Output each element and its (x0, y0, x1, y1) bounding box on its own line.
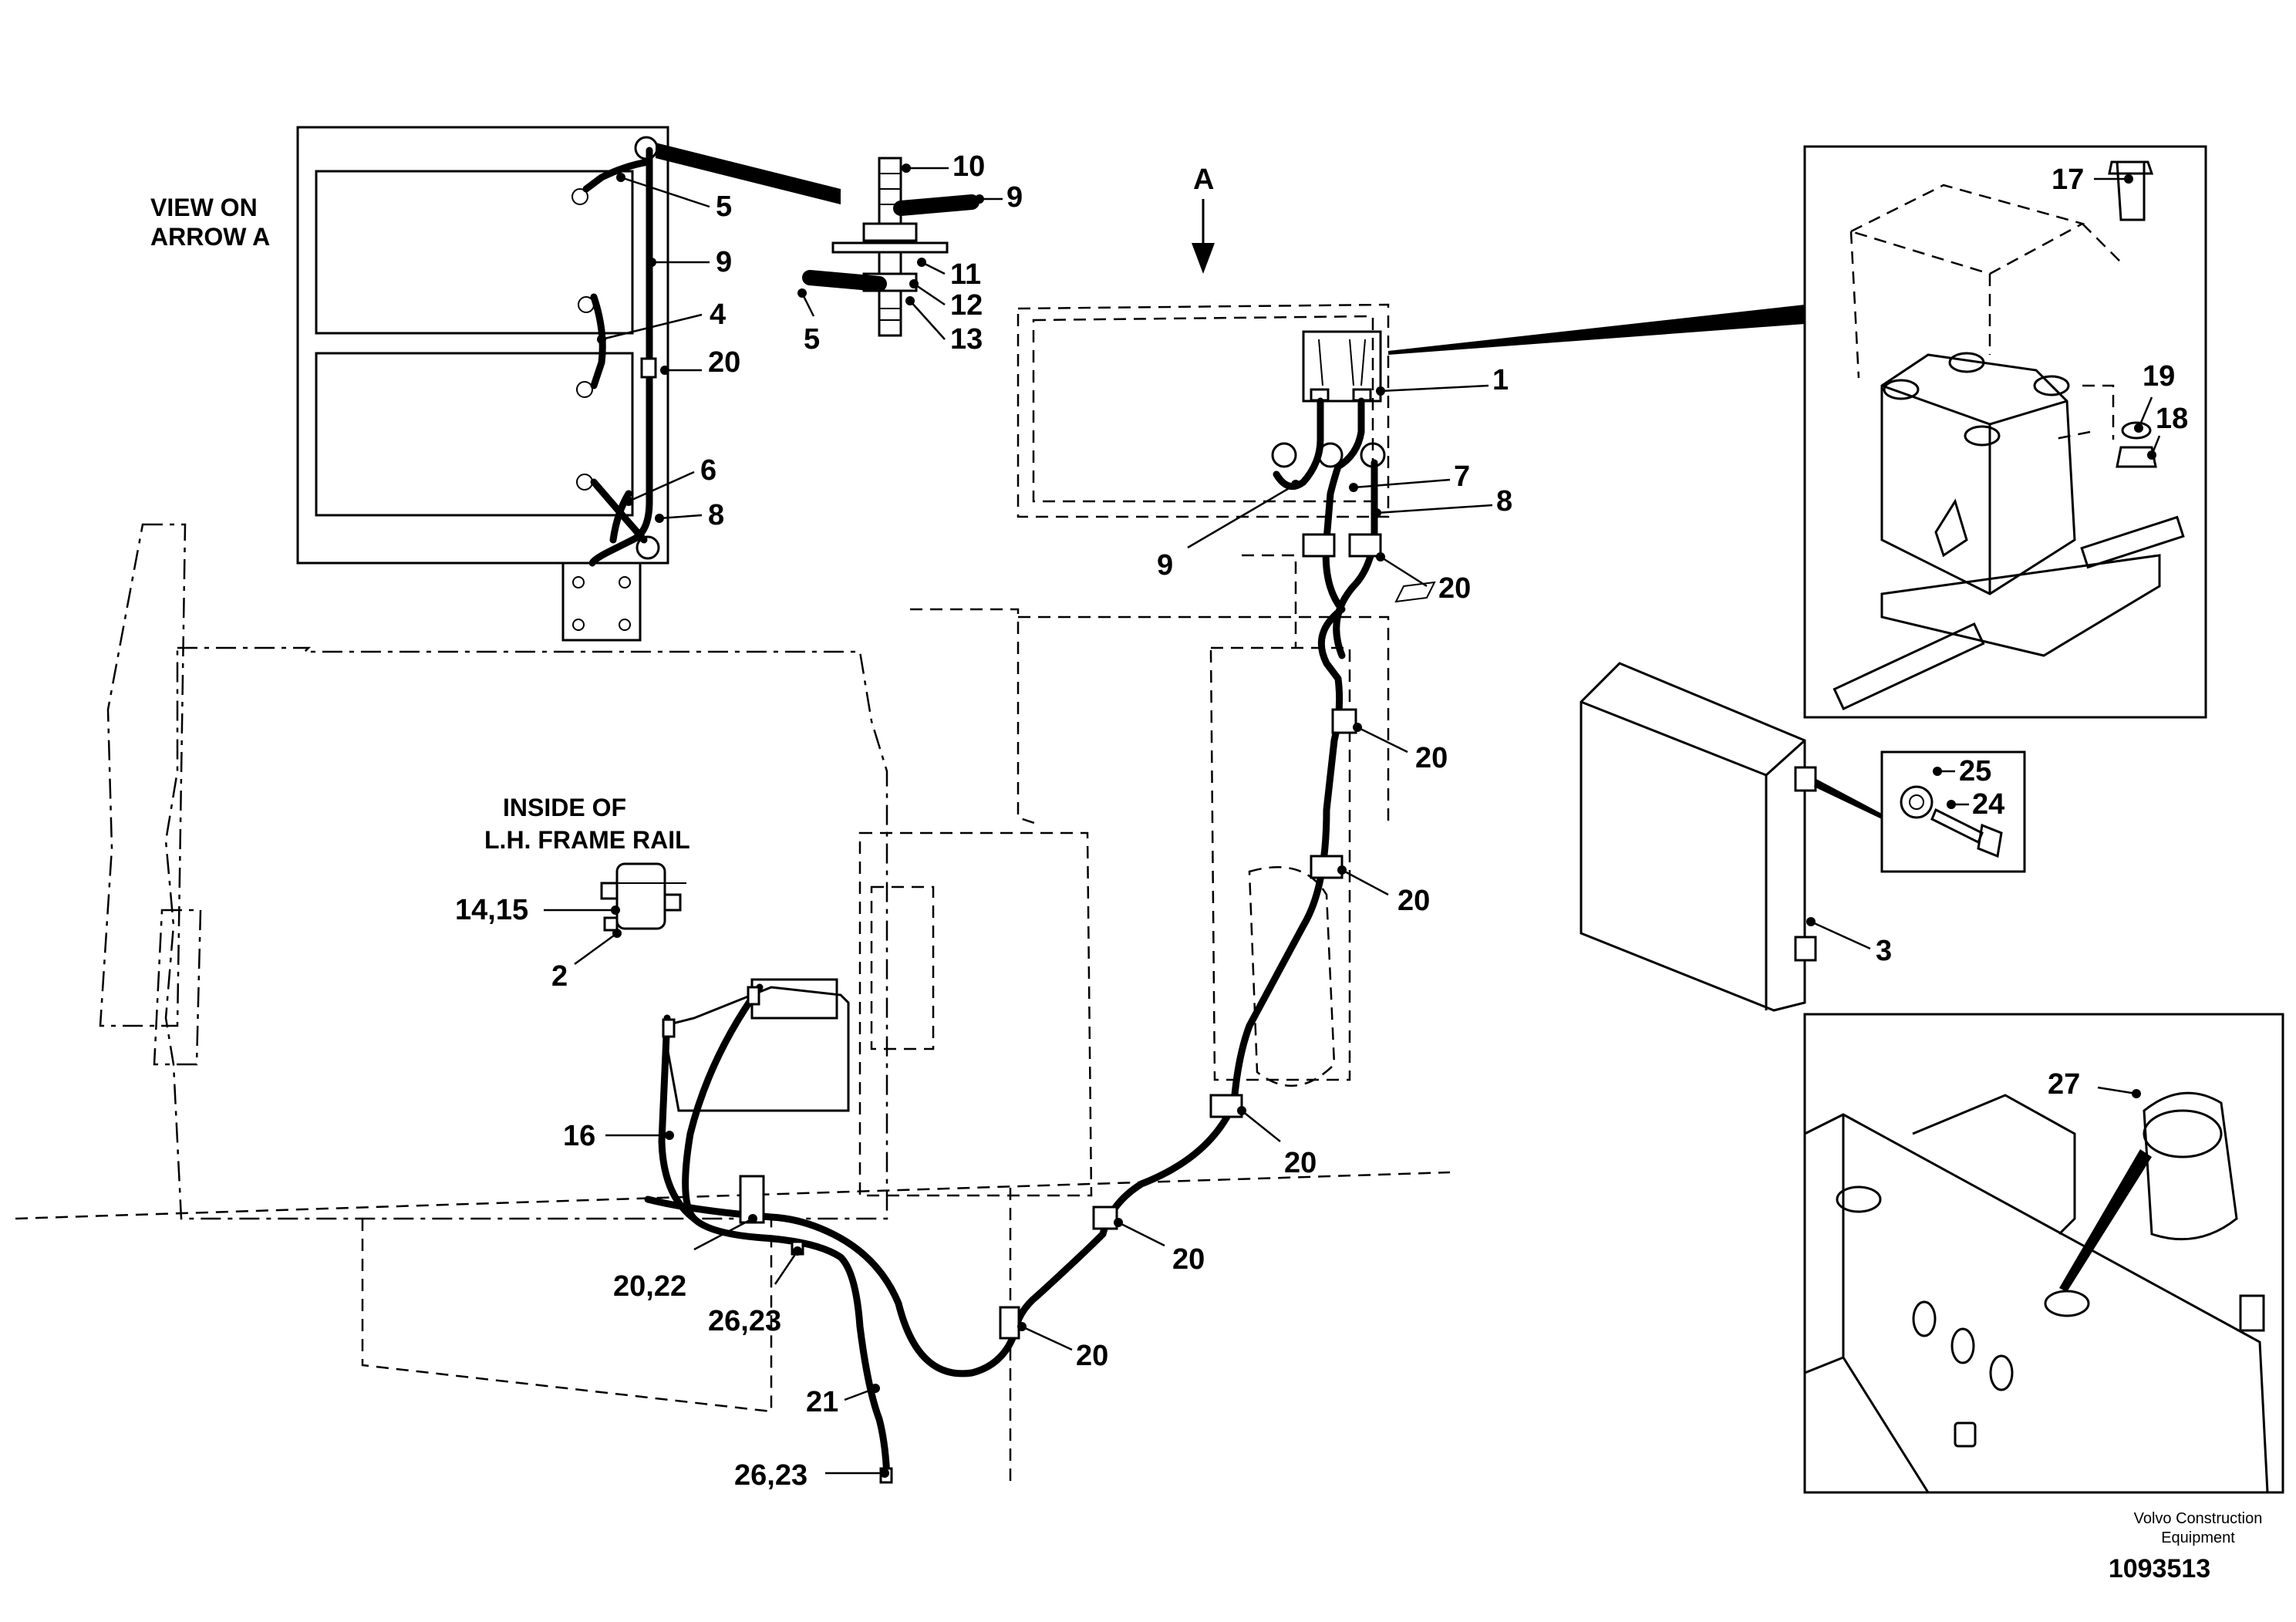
bolt-detail-inset (1880, 750, 2026, 873)
footer-company-2: Equipment (2161, 1529, 2235, 1546)
callout-20-b: 20 (1438, 572, 1471, 605)
callout-20-d: 20 (1397, 885, 1430, 917)
callout-18: 18 (2156, 403, 2188, 435)
callout-5-stud: 5 (804, 323, 820, 356)
callout-7: 7 (1454, 460, 1470, 493)
view-arrow-a (1192, 199, 1215, 274)
drawing-number: 1093513 (2109, 1554, 2210, 1583)
relay (600, 862, 686, 932)
callout-20-c: 20 (1415, 742, 1448, 774)
disconnect-switch-inset (1803, 1013, 2284, 1494)
callout-10: 10 (952, 150, 985, 183)
footer-company-1: Volvo Construction (2134, 1510, 2263, 1527)
note-inside-frame-1: INSIDE OF (503, 794, 626, 821)
callout-11: 11 (950, 258, 981, 291)
callout-9-switch: 9 (1157, 549, 1173, 582)
callout-17: 17 (2052, 164, 2084, 196)
callout-26-23-upper: 26,23 (708, 1305, 781, 1337)
stud-detail (802, 157, 979, 337)
callout-14-15: 14,15 (455, 894, 528, 926)
starter-motor (662, 978, 850, 1112)
callout-3: 3 (1876, 935, 1892, 967)
callout-20-22: 20,22 (613, 1270, 686, 1303)
callout-20-g: 20 (1076, 1340, 1108, 1372)
callout-leaders (544, 164, 2161, 1478)
callout-16: 16 (563, 1120, 595, 1152)
callout-4: 4 (710, 298, 726, 331)
callout-19: 19 (2143, 360, 2175, 393)
callout-8-switch: 8 (1496, 485, 1512, 518)
note-view-arrow-a-2: ARROW A (150, 223, 270, 251)
note-view-arrow-a-1: VIEW ON (150, 194, 258, 221)
callout-24: 24 (1972, 788, 2004, 821)
battery-box-view (296, 126, 841, 642)
callout-8-battery: 8 (708, 499, 724, 531)
callout-20-e: 20 (1284, 1147, 1317, 1179)
callout-12: 12 (950, 289, 983, 322)
callout-9-stud: 9 (1006, 181, 1023, 214)
control-box (1580, 662, 1882, 1012)
callout-13: 13 (950, 323, 983, 356)
callout-1: 1 (1492, 364, 1509, 396)
callout-26-23-lower: 26,23 (734, 1459, 807, 1492)
arrow-a-label: A (1193, 164, 1214, 196)
switch-mount-inset (1803, 145, 2207, 719)
callout-20-battery: 20 (708, 346, 740, 379)
callout-21: 21 (806, 1386, 838, 1418)
note-inside-frame-2: L.H. FRAME RAIL (484, 826, 690, 854)
callout-27: 27 (2048, 1068, 2080, 1101)
callout-5-battery: 5 (716, 191, 732, 223)
switch-assembly (1271, 305, 1805, 603)
callout-25: 25 (1959, 755, 1991, 787)
chassis-outline (15, 303, 1451, 1489)
callout-2: 2 (551, 960, 568, 993)
callout-20-f: 20 (1172, 1243, 1205, 1276)
callout-6: 6 (700, 454, 716, 487)
callout-9-battery: 9 (716, 246, 732, 278)
